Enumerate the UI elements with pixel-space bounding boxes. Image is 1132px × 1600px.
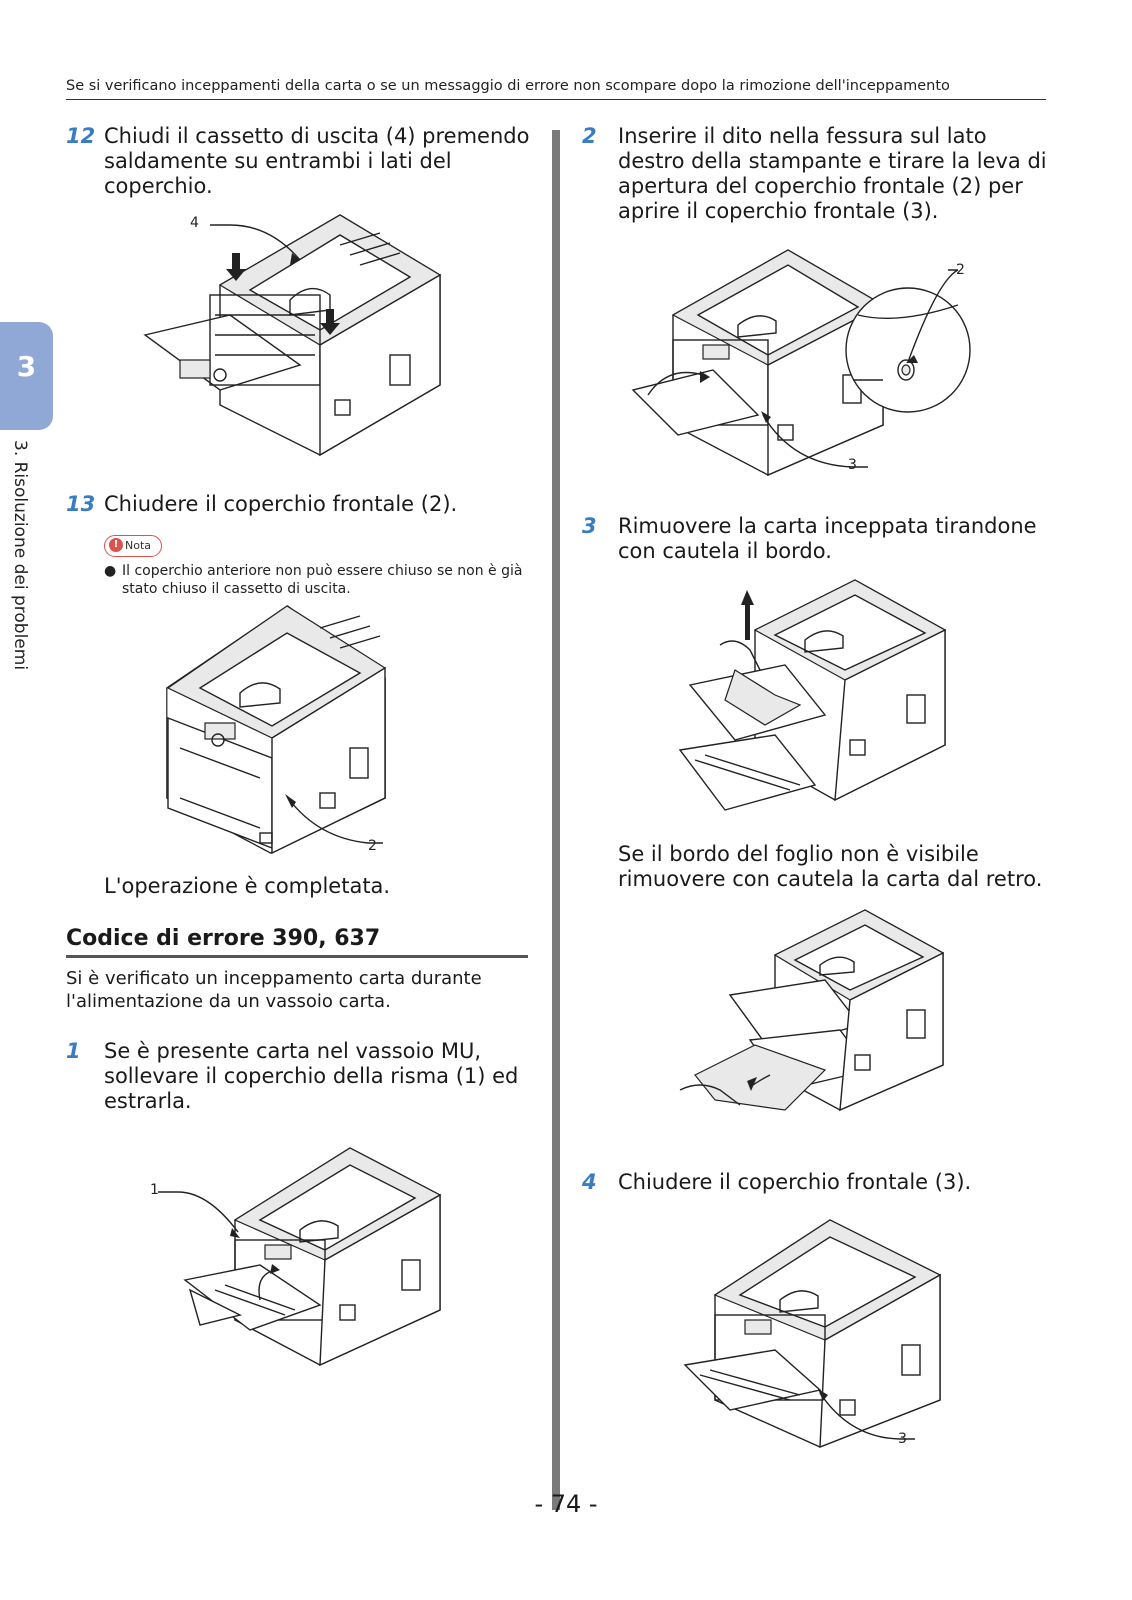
callout-label: 1 xyxy=(150,1182,159,1198)
callout-label: 3 xyxy=(898,1431,907,1447)
page-number: - 74 - xyxy=(534,1490,598,1518)
printer-figure-close-front-cover: 3 xyxy=(680,1215,950,1455)
printer-figure-pull-jammed-paper xyxy=(675,575,955,830)
printer-figure-front-cover-closed: 2 xyxy=(160,598,390,860)
chapter-tab-number: 3 xyxy=(16,350,37,383)
warning-icon: ! xyxy=(109,538,123,552)
printer-figure-close-output-tray: 4 xyxy=(140,205,460,465)
step-number: 2 xyxy=(582,124,597,148)
section-intro: Si è verificato un inceppamento carta du… xyxy=(66,968,482,1012)
printer-figure-remove-from-rear xyxy=(675,905,955,1125)
callout-label: 2 xyxy=(368,838,377,854)
running-header: Se si verificano inceppamenti della cart… xyxy=(66,78,950,94)
completed-text: L'operazione è completata. xyxy=(104,874,391,898)
section-title: Codice di errore 390, 637 xyxy=(66,926,381,951)
chapter-side-title: 3. Risoluzione dei problemi xyxy=(10,440,30,671)
step-number: 1 xyxy=(66,1039,81,1063)
note-text: Il coperchio anteriore non può essere ch… xyxy=(122,563,523,597)
step-number: 12 xyxy=(66,124,96,148)
step-number: 4 xyxy=(582,1170,597,1194)
printer-figure-mu-tray: 1 xyxy=(140,1140,450,1370)
callout-label: 3 xyxy=(848,457,857,473)
bullet-dot: ● xyxy=(104,563,117,579)
rear-removal-text: Se il bordo del foglio non è visibile ri… xyxy=(618,842,1043,891)
chapter-tab[interactable] xyxy=(0,322,53,430)
step-text: Chiudere il coperchio frontale (2). xyxy=(104,492,458,516)
step-text: Chiudere il coperchio frontale (3). xyxy=(618,1170,972,1194)
header-rule xyxy=(66,99,1046,100)
step-text: Se è presente carta nel vassoio MU, soll… xyxy=(104,1039,519,1113)
printer-figure-open-front-cover: 2 3 xyxy=(628,245,978,480)
callout-label: 2 xyxy=(956,262,965,278)
section-rule xyxy=(66,955,528,958)
callout-label: 4 xyxy=(190,215,199,231)
step-text: Rimuovere la carta inceppata tirandone c… xyxy=(618,514,1037,563)
step-text: Inserire il dito nella fessura sul lato … xyxy=(618,124,1047,223)
note-label: Nota xyxy=(125,539,152,552)
note-badge: !Nota xyxy=(104,535,162,557)
step-text: Chiudi il cassetto di uscita (4) premend… xyxy=(104,124,530,198)
step-number: 13 xyxy=(66,492,96,516)
step-number: 3 xyxy=(582,514,597,538)
column-divider xyxy=(552,130,560,1510)
